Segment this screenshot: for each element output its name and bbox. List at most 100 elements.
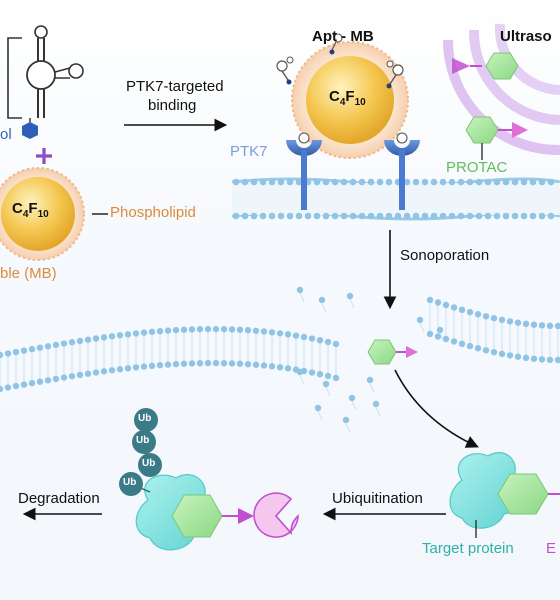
lipid-head	[448, 212, 456, 220]
lipid-head	[300, 333, 308, 341]
lipid-head	[358, 212, 366, 220]
lipid-head	[268, 212, 276, 220]
lipid-head	[36, 378, 44, 385]
gas-f: F	[28, 200, 38, 217]
lipid-head	[92, 369, 100, 376]
lipid-head	[180, 360, 188, 367]
lipid-head	[76, 371, 84, 379]
lipid-head	[220, 325, 228, 333]
lipid-head	[286, 212, 294, 220]
delivery-arrow	[394, 369, 479, 448]
lipid-head	[286, 178, 294, 186]
ub-label-2: Ub	[136, 435, 150, 446]
lipid-head	[124, 331, 132, 338]
lipid-head	[244, 361, 252, 368]
lipid-head	[259, 178, 267, 186]
lipid-head	[458, 340, 466, 348]
gas-sub4: 4	[339, 97, 346, 108]
lipid-head	[148, 362, 156, 370]
lipid-head	[506, 352, 514, 359]
lipid-head	[92, 335, 100, 342]
lipid-head	[403, 212, 411, 220]
lipid-head	[140, 363, 148, 370]
lipid-head	[346, 292, 354, 300]
lipid-head	[277, 178, 285, 186]
lipid-head	[514, 319, 522, 326]
lipid-head	[412, 178, 420, 186]
ptk7-receptor-left-icon	[286, 132, 322, 210]
lipid-head	[308, 335, 316, 342]
lipid-head	[554, 356, 560, 364]
lipid-head	[342, 416, 350, 424]
lipid-head	[295, 178, 303, 186]
lipid-head	[324, 338, 332, 346]
lipid-head	[252, 361, 260, 368]
lipid-head	[458, 306, 466, 314]
lipid-head	[434, 299, 442, 306]
lipid-head	[228, 360, 236, 367]
lipid-head	[132, 330, 140, 337]
lipid-head	[68, 339, 76, 346]
lipid-head	[0, 351, 4, 359]
lipid-head	[332, 374, 340, 382]
lipid-head	[108, 367, 116, 374]
lipid-head	[511, 178, 519, 186]
lipid-head	[250, 212, 258, 220]
lipid-head	[322, 178, 330, 186]
ubiquitin-chain-icon	[119, 408, 162, 496]
lipid-tail	[325, 386, 331, 397]
lipid-head	[466, 212, 474, 220]
lipid-head	[44, 343, 52, 350]
lipid-head	[68, 373, 76, 380]
lipid-head	[116, 332, 124, 339]
lipid-head	[314, 404, 322, 412]
lipid-head	[250, 178, 258, 186]
lipid-head	[60, 340, 68, 347]
lipid-head	[292, 332, 300, 339]
lipid-head	[538, 178, 546, 186]
lipid-head	[448, 178, 456, 186]
lipid-tail	[349, 298, 355, 309]
lipid-head	[367, 212, 375, 220]
lipid-head	[308, 369, 316, 376]
lipid-head	[457, 212, 465, 220]
lipid-head	[436, 326, 444, 334]
lipid-head	[546, 356, 554, 364]
lipid-head	[457, 178, 465, 186]
lipid-head	[484, 212, 492, 220]
lipid-head	[236, 326, 244, 333]
lipid-head	[331, 212, 339, 220]
lipid-tail	[439, 332, 445, 343]
ub-label-4: Ub	[123, 477, 137, 488]
cut-left-label: ol	[0, 126, 12, 143]
lipid-tail	[345, 422, 351, 433]
lipid-head	[498, 316, 506, 324]
lipid-head	[12, 348, 20, 356]
lipid-head	[236, 360, 244, 367]
lipid-head	[28, 379, 36, 387]
lipid-head	[124, 365, 132, 372]
lipid-head	[474, 311, 482, 318]
lipid-head	[493, 212, 501, 220]
lipid-head	[430, 178, 438, 186]
lipid-head	[522, 354, 530, 362]
lipid-tail	[375, 406, 381, 417]
lipid-head	[522, 320, 530, 328]
lipid-head	[349, 212, 357, 220]
lipid-head	[482, 347, 490, 354]
lipid-tail	[317, 410, 323, 421]
lipid-head	[529, 178, 537, 186]
lipid-head	[232, 212, 240, 220]
protac-label: PROTAC	[446, 159, 508, 176]
lipid-head	[241, 178, 249, 186]
lipid-head	[260, 362, 268, 369]
lipid-head	[372, 400, 380, 408]
lipid-head	[164, 361, 172, 368]
lipid-head	[493, 178, 501, 186]
apt-mb-title: Apt - MB	[312, 28, 374, 45]
lipid-head	[100, 368, 108, 375]
lipid-tail	[351, 400, 357, 411]
aptamer-structure	[7, 25, 84, 132]
lipid-head	[520, 178, 528, 186]
